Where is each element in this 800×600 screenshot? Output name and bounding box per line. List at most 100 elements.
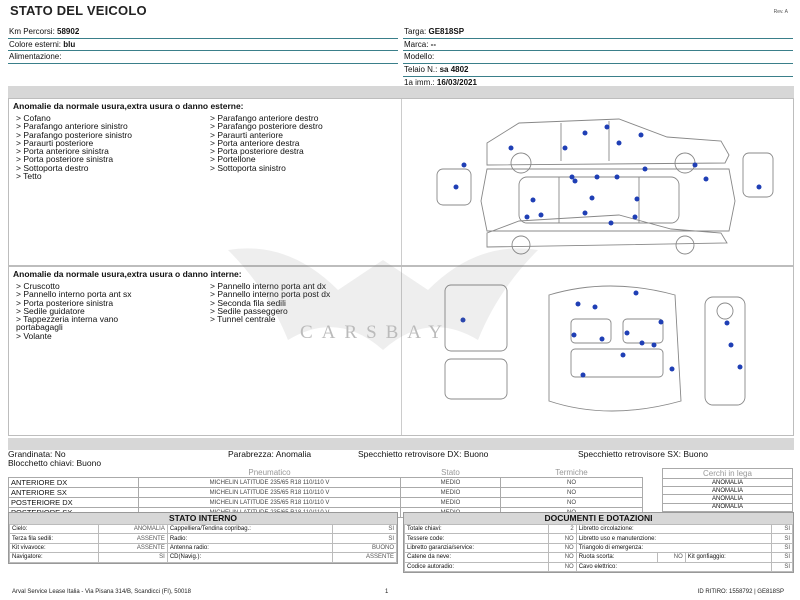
- tyre-state: MEDIO: [400, 477, 501, 488]
- tyre-position: ANTERIORE SX: [8, 487, 139, 498]
- label: Cappelliera/Tendina copribag.:: [166, 523, 334, 535]
- label: Kit vivavoce:: [9, 542, 99, 554]
- label: Ruota scorta:: [575, 552, 658, 563]
- km-label: Km Percorsi:: [9, 27, 58, 36]
- rim-status: ANOMALIA: [662, 494, 793, 504]
- fuel-row: Alimentazione:: [8, 51, 398, 65]
- interior-state-title: STATO INTERNO: [9, 513, 397, 524]
- label: Terza fila sedili:: [9, 533, 99, 544]
- interior-item: > Sedile guidatore: [16, 305, 85, 316]
- chassis-row: Telaio N.: sa 4802: [403, 64, 793, 77]
- interior-item: > Cruscotto: [16, 281, 60, 291]
- interior-item: > Porta posteriore sinistra: [16, 297, 114, 308]
- interior-item: > Seconda fila sedili: [210, 297, 286, 308]
- exterior-section: Anomalie da normale usura,extra usura o …: [8, 98, 794, 266]
- interior-item: > Tunnel centrale: [210, 314, 276, 325]
- documents-title: DOCUMENTI E DOTAZIONI: [404, 513, 793, 524]
- mirror-dx-status: Specchietto retrovisore DX: Buono: [358, 449, 489, 459]
- value: SI: [770, 542, 794, 554]
- label: Navigatore:: [9, 552, 99, 563]
- tyre-model: MICHELIN LATITUDE 235/65 R18 110/110 V: [138, 497, 401, 508]
- exterior-item: > Porta anteriore destra: [210, 137, 300, 148]
- tyre-thermal: NO: [500, 497, 643, 508]
- table-row: POSTERIORE DX MICHELIN LATITUDE 235/65 R…: [8, 497, 643, 508]
- label: Totale chiavi:: [404, 523, 549, 535]
- value: NO: [547, 552, 577, 563]
- interior-section: Anomalie da normale usura,extra usura o …: [8, 266, 794, 436]
- tyre-thermal: NO: [500, 477, 643, 488]
- color-row: Colore esterni: blu: [8, 39, 398, 52]
- exterior-item: > Paraurti anteriore: [210, 129, 283, 140]
- label: Libretto garanzia/service:: [404, 542, 549, 554]
- rim-status: ANOMALIA: [662, 486, 793, 496]
- footer-id: ID RITIRO: 1558792 | GE818SP: [697, 589, 784, 595]
- thermal-header: Termiche: [500, 468, 643, 478]
- watermark-text: CARSBAY: [300, 322, 452, 343]
- exterior-item: > Sottoporta destro: [16, 162, 89, 173]
- label: CD(Navig.):: [166, 552, 334, 563]
- rim-status: ANOMALIA: [662, 502, 793, 512]
- value: SI: [332, 533, 397, 544]
- interior-item: > Tappezzeria interna vano: [16, 314, 119, 325]
- interior-list-1: > Cruscotto > Pannello interno porta ant…: [16, 281, 132, 341]
- interior-car-diagram: [444, 284, 746, 412]
- key-block-status: Blocchetto chiavi: Buono: [8, 458, 102, 468]
- exterior-item: > Sottoporta sinistro: [210, 162, 286, 173]
- interior-item: > Volante: [16, 330, 52, 341]
- value: NO: [547, 533, 577, 544]
- exterior-item: > Parafango posteriore sinistro: [16, 129, 132, 140]
- value: ASSENTE: [97, 533, 168, 544]
- tyre-table: Pneumatico Stato Termiche ANTERIORE DX M…: [8, 468, 643, 518]
- label: Codice autoradio:: [404, 561, 549, 572]
- tyre-position: ANTERIORE DX: [8, 477, 139, 488]
- label: Triangolo di emergenza:: [575, 542, 772, 554]
- model-row: Modello:: [403, 51, 793, 65]
- table-row: ANTERIORE SX MICHELIN LATITUDE 235/65 R1…: [8, 487, 643, 498]
- exterior-car-diagram: [436, 118, 774, 255]
- label: Tessere code:: [404, 533, 549, 544]
- rims-table: Cerchi in lega ANOMALIA ANOMALIA ANOMALI…: [662, 468, 793, 512]
- value: SI: [770, 523, 794, 535]
- exterior-title: Anomalie da normale usura,extra usura o …: [13, 101, 244, 111]
- tyre-state: MEDIO: [400, 487, 501, 498]
- label: Libretto circolazione:: [575, 523, 772, 535]
- chassis-value: sa 4802: [439, 65, 469, 75]
- exterior-item: > Cofano: [16, 113, 51, 123]
- tyre-model: MICHELIN LATITUDE 235/65 R18 110/110 V: [138, 477, 401, 488]
- exterior-item: > Parafango anteriore destro: [210, 113, 319, 123]
- exterior-list-1: > Cofano > Parafango anteriore sinistro …: [16, 113, 132, 181]
- brand-value: --: [430, 39, 436, 49]
- registration-value: 16/03/2021: [436, 77, 477, 87]
- exterior-item: > Paraurti posteriore: [16, 137, 94, 148]
- km-row: Km Percorsi: 58902: [8, 26, 398, 39]
- interior-item: > Pannello interno porta ant dx: [210, 281, 326, 291]
- page-title: STATO DEL VEICOLO: [10, 3, 147, 18]
- value: NO: [547, 561, 577, 572]
- plate-row: Targa: GE818SP: [403, 26, 793, 39]
- page-number: 1: [385, 589, 389, 595]
- value: SI: [770, 552, 794, 563]
- exterior-list-2: > Parafango anteriore destro > Parafango…: [210, 113, 323, 173]
- value: NO: [547, 542, 577, 554]
- label: Antenna radio:: [166, 542, 334, 554]
- value: SI: [770, 533, 794, 544]
- label: Radio:: [166, 533, 334, 544]
- revision-label: Rev. A: [773, 9, 788, 15]
- exterior-item: > Parafango anteriore sinistro: [16, 121, 128, 132]
- km-value: 58902: [57, 27, 80, 36]
- interior-list-2: > Pannello interno porta ant dx > Pannel…: [210, 281, 330, 325]
- carsbay-watermark-logo: [228, 248, 538, 350]
- color-label: Colore esterni:: [9, 39, 64, 49]
- interior-item: portabagagli: [16, 322, 63, 333]
- tyre-state: MEDIO: [400, 497, 501, 508]
- interior-item: > Sedile passeggero: [210, 305, 288, 316]
